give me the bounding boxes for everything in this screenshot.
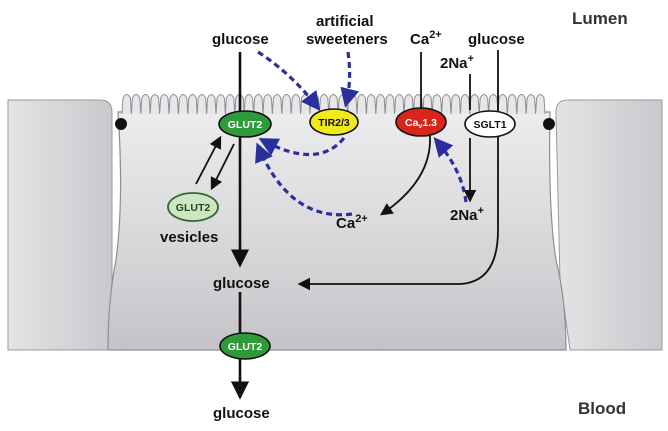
ca-cytosol-label: Ca2+: [336, 213, 368, 232]
na-to-cav-arrow: [433, 137, 468, 203]
vesicle-retrieve-arrow: [210, 143, 235, 191]
glut2-apical: GLUT2: [218, 110, 272, 138]
na-lumen-label: 2Na+: [440, 53, 474, 72]
lumen-label: Lumen: [572, 9, 628, 28]
ca-lumen-label: Ca2+: [410, 29, 442, 48]
blood-label: Blood: [578, 399, 626, 418]
sweeteners-label-line2: sweeteners: [306, 31, 388, 48]
cav13-channel: Cav1.3: [395, 107, 447, 137]
right-neighbor-cell: [555, 99, 663, 351]
ca-to-glut2-arrow: [255, 142, 353, 217]
svg-text:Cav1.3: Cav1.3: [405, 117, 437, 130]
glucose-to-t1r-arrow: [257, 50, 321, 112]
sweeteners-label-line1: artificial: [316, 13, 374, 30]
svg-text:GLUT2: GLUT2: [228, 341, 263, 353]
tight-junction-left: [115, 118, 127, 130]
brush-border-microvilli: [121, 94, 546, 115]
ca-influx-arrow: [379, 135, 431, 216]
glucose-cytosol-label: glucose: [213, 275, 270, 292]
na-cytosol-label: 2Na+: [450, 205, 484, 224]
glucose-right-label: glucose: [468, 31, 525, 48]
t1r2-t1r3-receptor: TIR2/3: [309, 108, 359, 136]
glucose-left-label: glucose: [212, 31, 269, 48]
microvilli-outline: [121, 94, 546, 115]
glut2-vesicle: GLUT2: [167, 192, 219, 222]
svg-text:GLUT2: GLUT2: [228, 119, 263, 131]
svg-text:GLUT2: GLUT2: [176, 202, 211, 214]
glucose-blood-label: glucose: [213, 405, 270, 422]
vesicles-label: vesicles: [160, 229, 218, 246]
left-neighbor-cell: [7, 99, 113, 351]
tight-junction-right: [543, 118, 555, 130]
enterocyte-cell: [107, 111, 567, 351]
sweetener-to-t1r-arrow: [340, 51, 360, 108]
sglt1-glucose-arrow: [297, 50, 499, 291]
svg-text:TIR2/3: TIR2/3: [318, 117, 350, 129]
sglt1-transporter: SGLT1: [464, 110, 516, 138]
glut2-basolateral: GLUT2: [219, 332, 271, 360]
svg-text:SGLT1: SGLT1: [473, 119, 506, 131]
vesicle-insert-arrow: [195, 135, 222, 185]
